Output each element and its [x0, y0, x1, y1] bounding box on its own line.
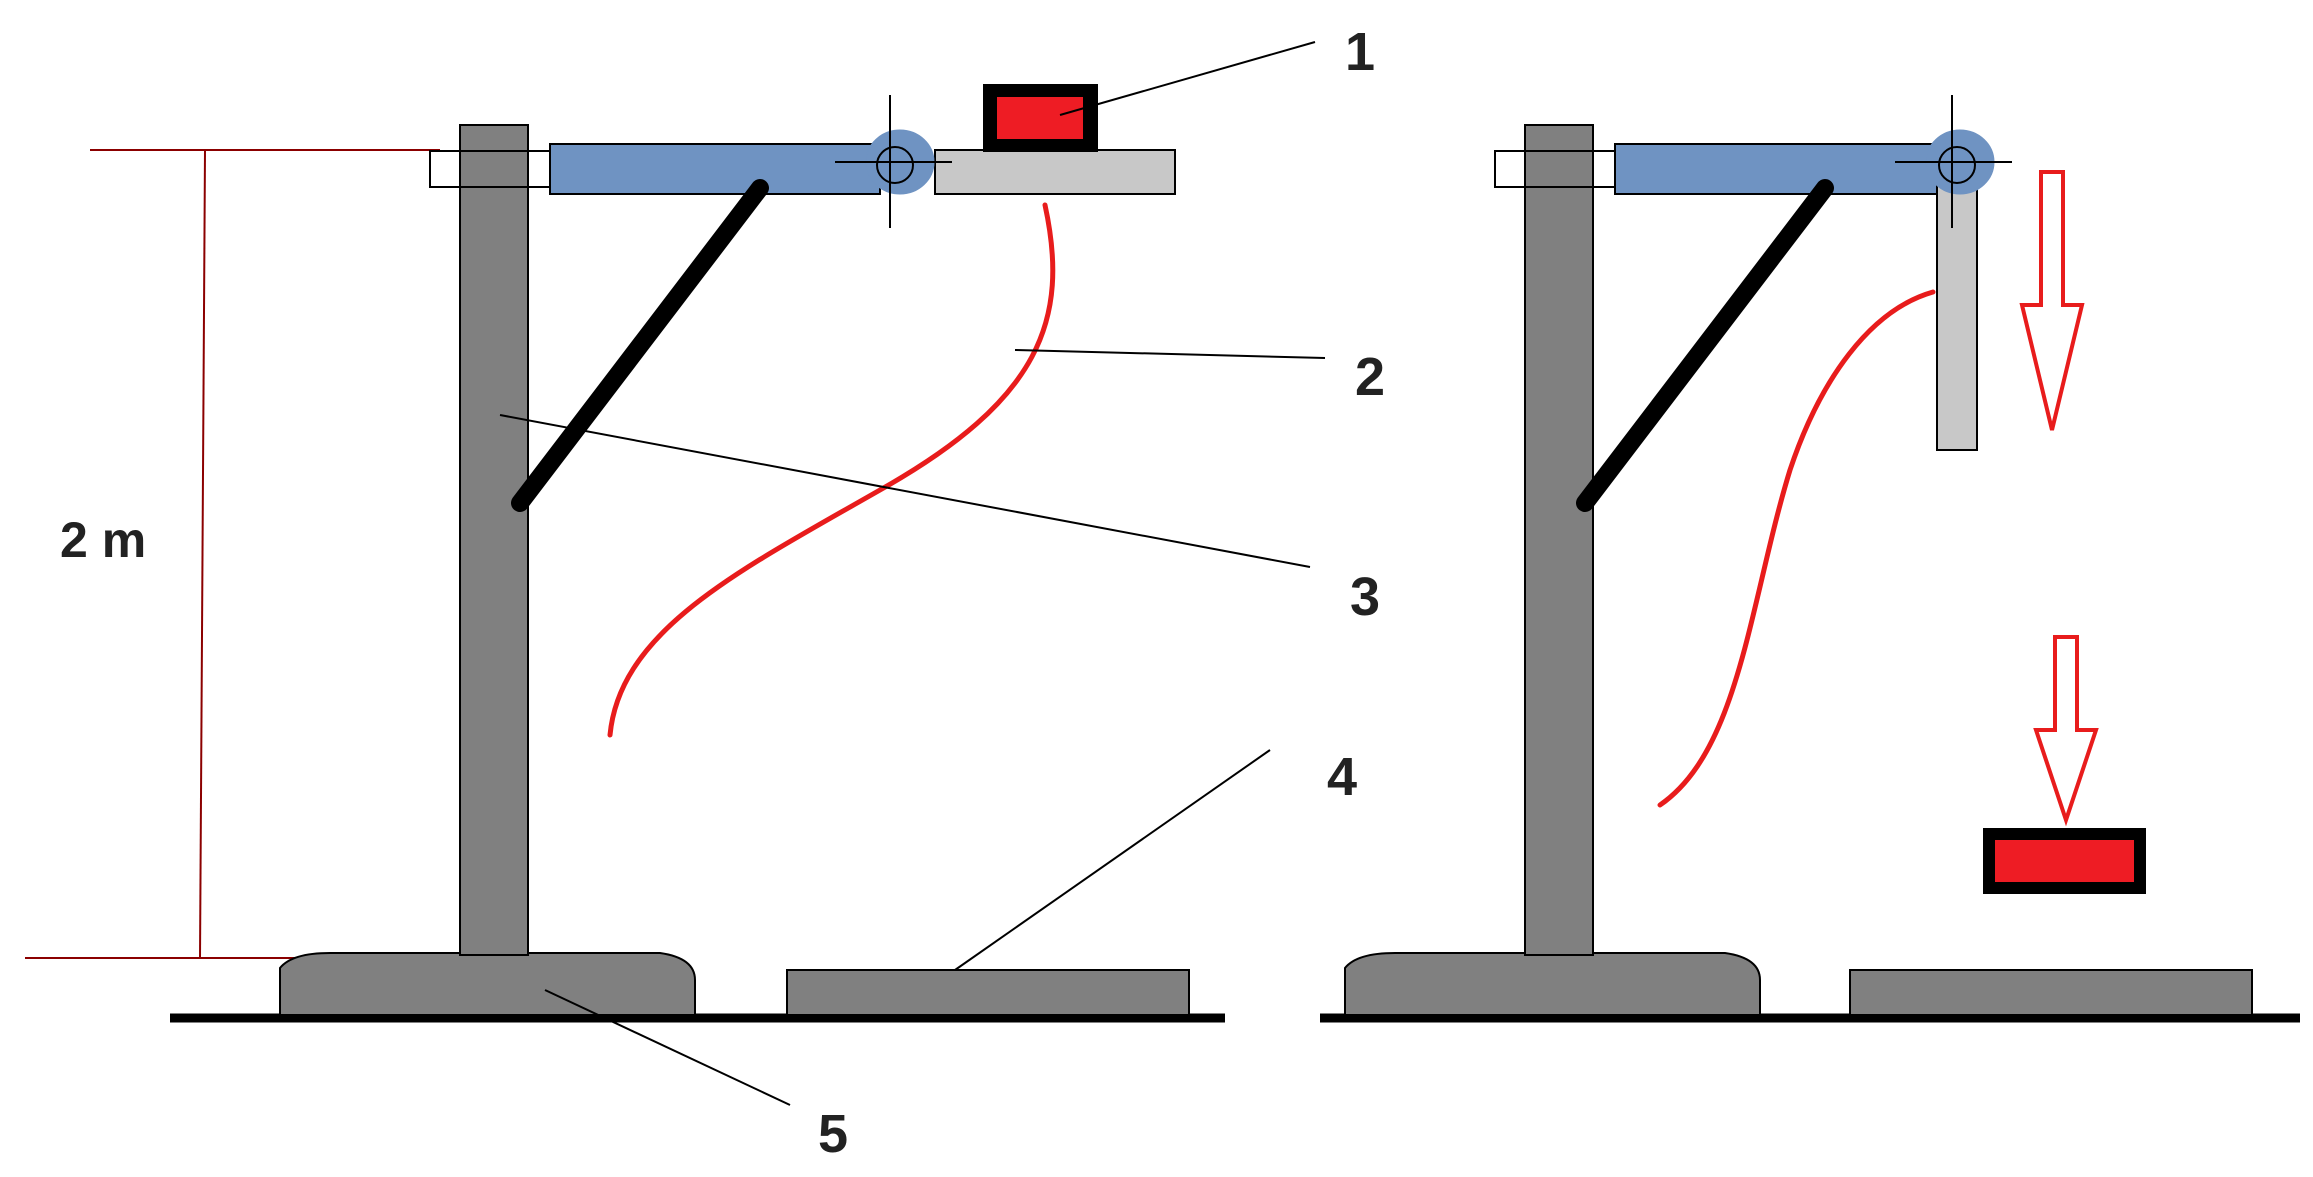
- leader-3: [499, 414, 1311, 568]
- leader-1: [1059, 41, 1316, 116]
- foot-base-right: [1344, 952, 1761, 1016]
- vertical-post-left: [459, 124, 529, 956]
- label-5: 5: [818, 1104, 848, 1164]
- cable-left: [607, 202, 1056, 738]
- left-figure: 2 m: [25, 22, 1385, 1164]
- down-arrow-icon: [2033, 635, 2099, 827]
- diagonal-strut-right: [1576, 179, 1834, 512]
- leader-2: [1014, 349, 1326, 359]
- label-1: 1: [1345, 22, 1375, 82]
- leader-4: [954, 749, 1271, 971]
- leader-5: [544, 989, 791, 1106]
- horizontal-beam-left: [549, 143, 881, 195]
- down-arrow-icon: [2019, 170, 2085, 431]
- test-block-inner: [997, 97, 1083, 139]
- release-flap-closed: [934, 149, 1176, 195]
- leader-lines-left: [499, 41, 1326, 1106]
- vertical-post-right: [1524, 124, 1594, 956]
- crosshair-icon: [1895, 95, 2012, 228]
- target-plate-left: [786, 969, 1190, 1016]
- label-4: 4: [1327, 747, 1357, 807]
- horizontal-beam-right: [1614, 143, 1946, 195]
- cable-right: [1657, 289, 1936, 808]
- height-label: 2 m: [60, 512, 146, 568]
- height-dimension: [25, 149, 440, 959]
- right-figure: [1320, 95, 2300, 1023]
- foot-base-left: [279, 952, 696, 1016]
- crosshair-icon: [835, 95, 952, 228]
- label-3: 3: [1350, 567, 1380, 627]
- target-plate-right: [1849, 969, 2253, 1016]
- label-2: 2: [1355, 347, 1385, 407]
- test-block-falling-inner: [1995, 840, 2134, 882]
- diagonal-strut-left: [511, 179, 769, 512]
- release-flap-open: [1936, 184, 1978, 451]
